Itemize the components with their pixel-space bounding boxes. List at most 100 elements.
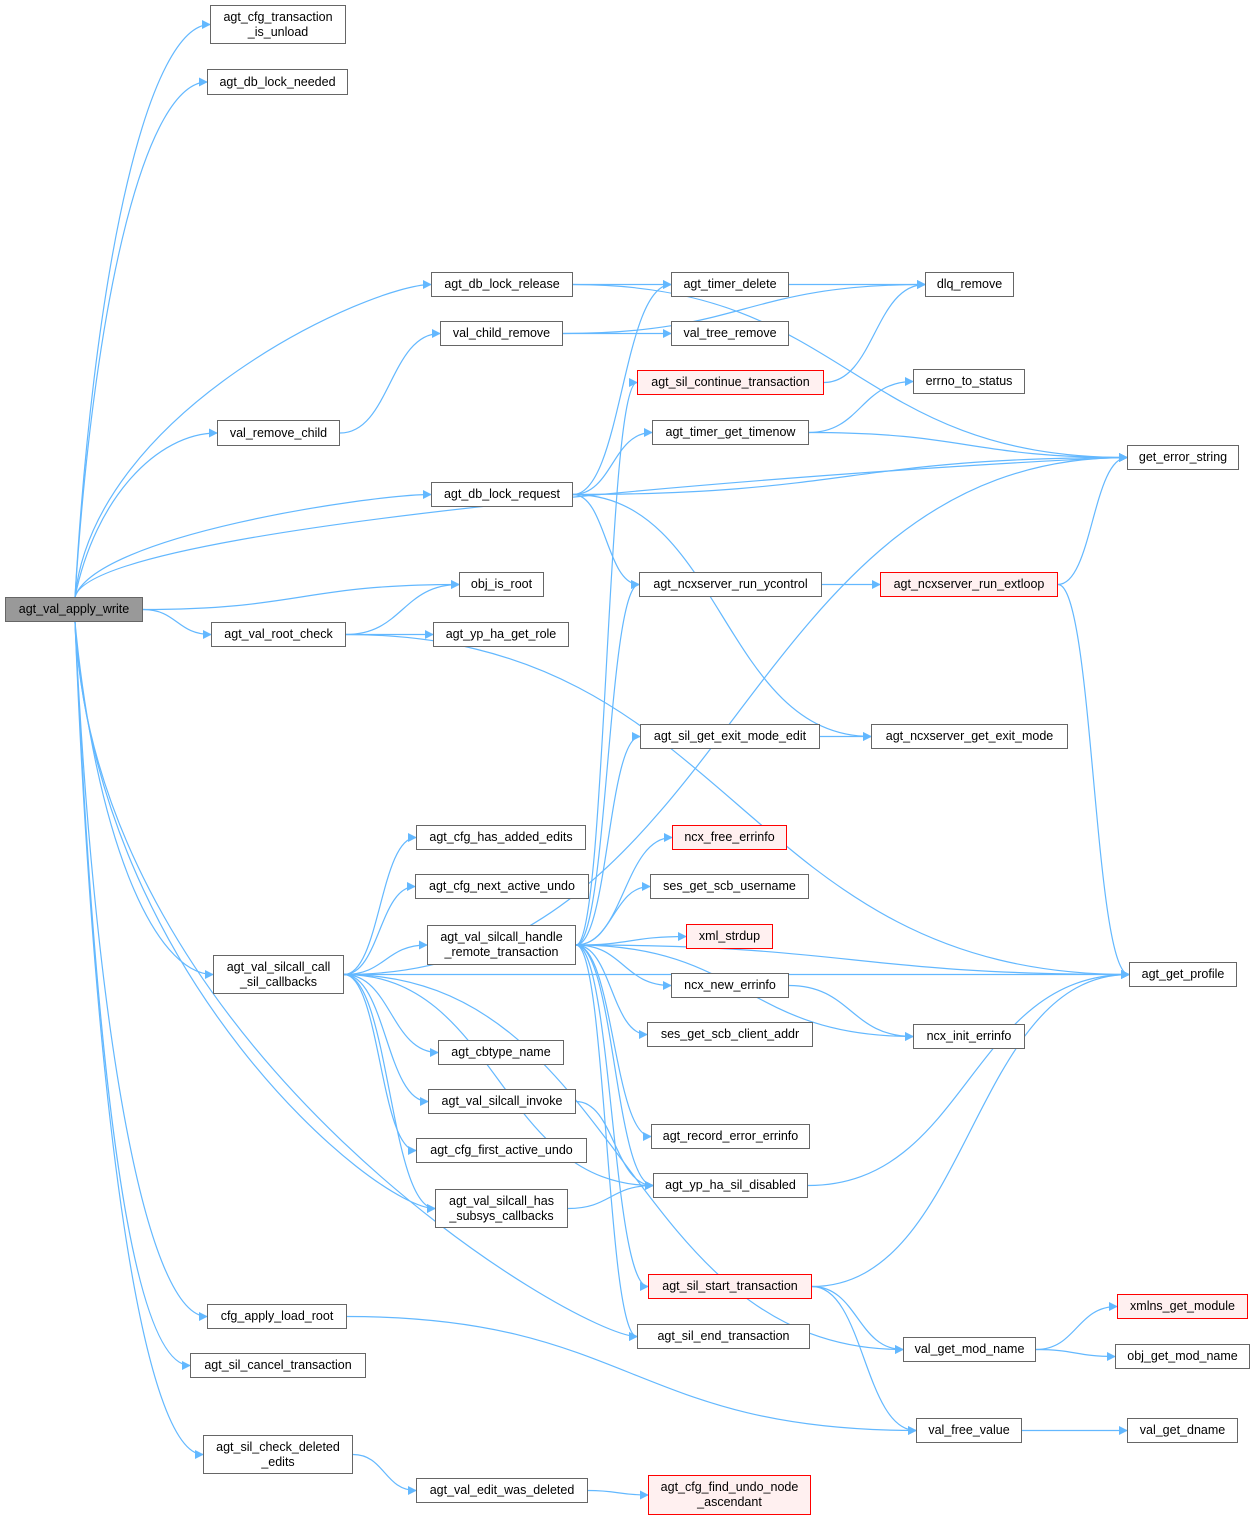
edge-apply-write-to-remove-child [74,428,218,598]
graph-node-edit-deleted[interactable]: agt_val_edit_was_deleted [416,1478,588,1503]
graph-node-has-added[interactable]: agt_cfg_has_added_edits [416,825,586,850]
graph-node-get-role[interactable]: agt_yp_ha_get_role [433,622,569,647]
edge-handle-remote-to-end-tx [575,944,638,1341]
graph-node-get-mod-name[interactable]: val_get_mod_name [903,1337,1036,1362]
graph-node-tree-remove[interactable]: val_tree_remove [671,321,789,346]
node-label: xml_strdup [698,929,761,943]
graph-node-get-profile[interactable]: agt_get_profile [1129,962,1237,987]
node-label: agt_timer_get_timenow [665,425,796,439]
edge-handle-remote-to-get-profile [575,944,1130,979]
node-label: errno_to_status [925,374,1013,388]
edge-call-sil-to-silcall-invoke [343,973,429,1106]
graph-node-lock-request[interactable]: agt_db_lock_request [431,482,573,507]
graph-node-client-addr[interactable]: ses_get_scb_client_addr [647,1022,813,1047]
edge-lock-request-to-get-error-string [572,453,1128,496]
graph-node-xmlns-module[interactable]: xmlns_get_module [1117,1294,1248,1319]
graph-node-is-unload[interactable]: agt_cfg_transaction_is_unload [210,5,346,44]
node-label: xmlns_get_module [1130,1299,1235,1313]
graph-node-find-undo[interactable]: agt_cfg_find_undo_node_ascendant [648,1475,811,1515]
graph-node-new-errinfo[interactable]: ncx_new_errinfo [671,973,789,998]
edge-lock-request-to-get-exit-mode [572,493,872,741]
graph-node-lock-needed[interactable]: agt_db_lock_needed [207,69,348,95]
edge-apply-write-to-get-error-string [74,453,1128,598]
node-label: ncx_new_errinfo [684,978,776,992]
node-label: agt_val_apply_write [18,602,130,616]
edge-silcall-invoke-to-sil-disabled [575,1100,654,1190]
node-label: agt_ncxserver_run_extloop [893,577,1045,591]
graph-node-timenow[interactable]: agt_timer_get_timenow [652,420,809,445]
node-label: agt_record_error_errinfo [662,1129,799,1143]
edge-start-tx-to-free-value [811,1285,917,1435]
graph-node-username[interactable]: ses_get_scb_username [650,874,809,899]
edge-root-check-to-obj-is-root [345,580,460,636]
graph-node-free-errinfo[interactable]: ncx_free_errinfo [672,825,787,850]
graph-node-end-tx[interactable]: agt_sil_end_transaction [637,1324,810,1349]
graph-node-child-remove[interactable]: val_child_remove [440,321,563,346]
edge-apply-write-to-root-check [142,608,212,639]
graph-node-handle-remote[interactable]: agt_val_silcall_handle_remote_transactio… [427,925,576,965]
graph-node-silcall-invoke[interactable]: agt_val_silcall_invoke [428,1089,576,1114]
graph-node-start-tx[interactable]: agt_sil_start_transaction [648,1274,812,1299]
node-label: _sil_callbacks [239,974,318,989]
graph-node-run-ycontrol[interactable]: agt_ncxserver_run_ycontrol [639,572,822,597]
graph-node-call-sil[interactable]: agt_val_silcall_call_sil_callbacks [213,955,344,994]
node-label: agt_val_silcall_invoke [441,1094,563,1108]
node-label: agt_cfg_find_undo_node [660,1480,799,1494]
node-label: _edits [261,1454,295,1469]
node-label: agt_ncxserver_run_ycontrol [653,577,808,591]
graph-node-dlq-remove[interactable]: dlq_remove [925,272,1014,297]
graph-node-lock-release[interactable]: agt_db_lock_release [431,272,573,297]
graph-node-next-undo[interactable]: agt_cfg_next_active_undo [415,874,589,899]
graph-node-init-errinfo[interactable]: ncx_init_errinfo [913,1024,1025,1049]
edge-start-tx-to-get-mod-name [811,1285,904,1354]
graph-node-get-dname[interactable]: val_get_dname [1127,1418,1238,1443]
graph-node-remove-child[interactable]: val_remove_child [217,420,340,446]
edge-apply-write-to-end-tx [74,621,638,1341]
node-label: agt_yp_ha_get_role [445,627,557,641]
node-label: agt_yp_ha_sil_disabled [665,1178,796,1192]
graph-node-cancel-tx[interactable]: agt_sil_cancel_transaction [190,1353,366,1378]
node-label: agt_sil_get_exit_mode_edit [653,729,807,743]
node-label: ses_get_scb_username [663,879,796,893]
graph-node-record-error[interactable]: agt_record_error_errinfo [651,1124,810,1149]
graph-node-apply-write[interactable]: agt_val_apply_write [5,597,143,622]
edge-apply-write-to-obj-is-root [142,580,460,611]
edge-handle-remote-to-exit-mode-edit [575,732,641,946]
node-label: agt_get_profile [1141,967,1225,981]
graph-node-load-root[interactable]: cfg_apply_load_root [207,1304,347,1329]
node-label: ncx_free_errinfo [684,830,775,844]
graph-node-sil-disabled[interactable]: agt_yp_ha_sil_disabled [653,1173,808,1198]
node-label: get_error_string [1138,450,1228,464]
graph-node-obj-is-root[interactable]: obj_is_root [459,572,544,597]
edge-call-sil-to-has-added [343,833,417,976]
graph-node-xml-strdup[interactable]: xml_strdup [686,924,773,949]
edge-apply-write-to-call-sil [74,621,214,979]
graph-node-exit-mode-edit[interactable]: agt_sil_get_exit_mode_edit [640,724,820,749]
edge-start-tx-to-get-profile [811,970,1130,1288]
graph-node-cbtype-name[interactable]: agt_cbtype_name [438,1040,564,1065]
node-label: agt_db_lock_needed [219,74,336,89]
graph-node-run-extloop[interactable]: agt_ncxserver_run_extloop [880,572,1058,597]
edge-call-sil-to-first-undo [343,973,417,1155]
edge-apply-write-to-has-subsys [74,621,436,1213]
graph-node-free-value[interactable]: val_free_value [916,1418,1022,1443]
node-label: agt_sil_continue_transaction [651,375,810,389]
edge-remove-child-to-child-remove [339,329,441,434]
node-label: agt_sil_cancel_transaction [204,1358,352,1372]
graph-node-has-subsys[interactable]: agt_val_silcall_has_subsys_callbacks [435,1189,568,1228]
graph-node-get-error-string[interactable]: get_error_string [1127,445,1239,470]
graph-node-get-exit-mode[interactable]: agt_ncxserver_get_exit_mode [871,724,1068,749]
graph-node-first-undo[interactable]: agt_cfg_first_active_undo [416,1138,587,1163]
graph-node-obj-mod-name[interactable]: obj_get_mod_name [1115,1344,1250,1369]
edge-get-mod-name-to-obj-mod-name [1035,1348,1116,1361]
node-label: agt_cfg_transaction [223,9,333,24]
graph-node-root-check[interactable]: agt_val_root_check [211,622,346,647]
edge-root-check-to-get-profile [345,633,1130,979]
graph-node-check-deleted[interactable]: agt_sil_check_deleted_edits [203,1435,353,1474]
edge-apply-write-to-lock-needed [74,77,208,598]
graph-node-timer-delete[interactable]: agt_timer_delete [671,272,789,297]
graph-node-continue-tx[interactable]: agt_sil_continue_transaction [637,370,824,395]
graph-node-errno[interactable]: errno_to_status [913,369,1025,394]
